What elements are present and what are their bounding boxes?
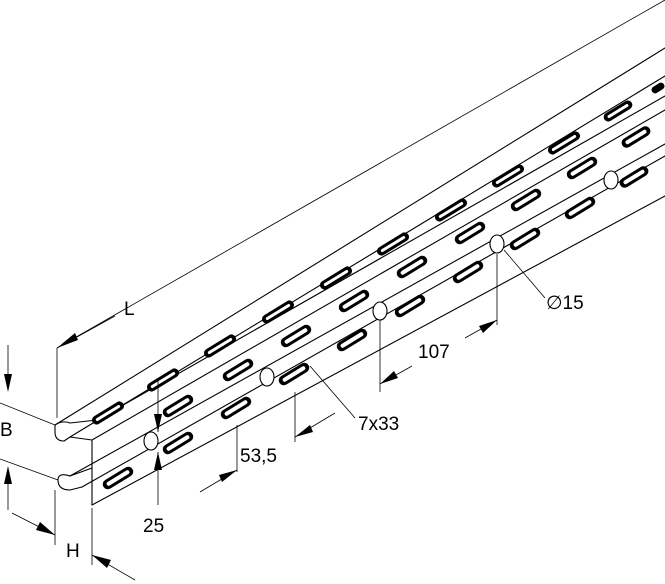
- dimension-hole-pitch: 107: [379, 254, 498, 392]
- dimension-length: L: [56, 0, 665, 418]
- dimension-hole-diameter: ∅15: [503, 249, 584, 314]
- dimension-slot-pitch: 53,5: [199, 392, 336, 493]
- label-width: B: [0, 420, 13, 441]
- label-edge-offset: 25: [143, 516, 164, 537]
- label-slot-pitch: 53,5: [240, 446, 277, 467]
- dimension-height: H: [11, 490, 136, 581]
- label-hole-diameter: ∅15: [546, 293, 584, 314]
- label-hole-pitch: 107: [418, 342, 450, 363]
- web-slots-upper: [162, 126, 651, 418]
- dimension-edge-offset: 25: [143, 380, 164, 537]
- dimension-slot-size: 7x33: [309, 365, 399, 435]
- label-length: L: [124, 299, 135, 320]
- label-height: H: [66, 541, 80, 562]
- web-round-holes: [143, 170, 619, 451]
- top-flange-slots: [91, 82, 665, 425]
- web-slots-lower: [102, 166, 649, 490]
- label-slot-size: 7x33: [358, 414, 399, 435]
- dimension-width: B: [0, 345, 59, 510]
